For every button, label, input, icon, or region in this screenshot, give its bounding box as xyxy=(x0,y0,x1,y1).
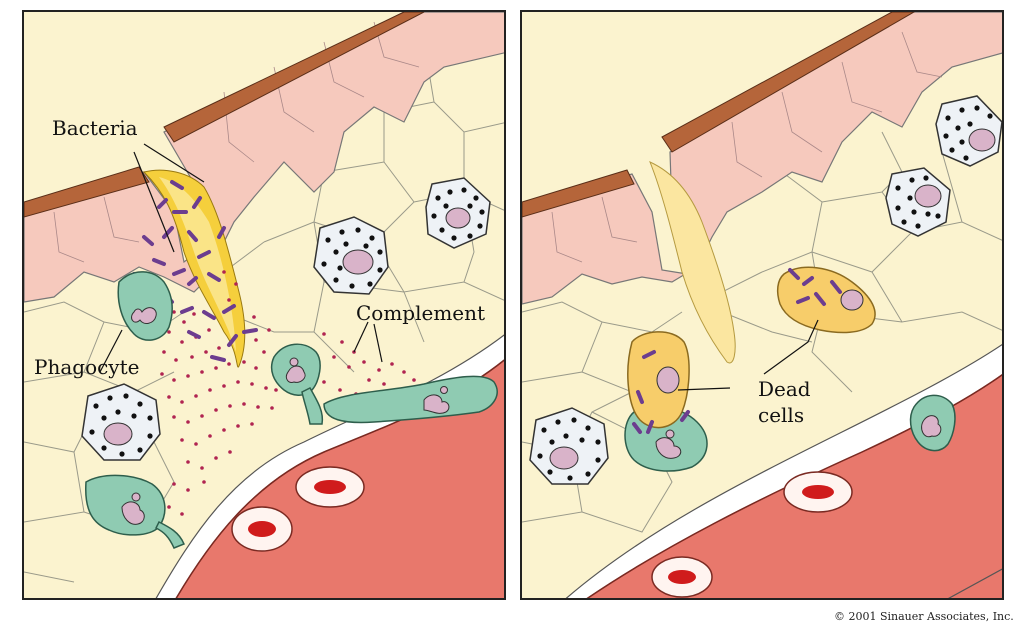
skin-layer xyxy=(24,12,504,303)
epidermis-strip-left xyxy=(24,166,150,218)
phagocyte-cell xyxy=(909,394,956,452)
wound-site xyxy=(143,169,246,368)
label-complement: Complement xyxy=(356,301,486,325)
label-phagocyte: Phagocyte xyxy=(34,355,140,379)
dead-cell xyxy=(627,331,690,434)
phagocyte-cell xyxy=(323,375,498,424)
red-blood-cell xyxy=(231,506,293,552)
epidermis-strip-left xyxy=(522,169,635,218)
phagocyte-cell xyxy=(270,343,324,425)
red-blood-cell xyxy=(295,466,365,508)
label-leader-lines xyxy=(677,319,819,391)
label-dead-cells-line1: Dead xyxy=(758,377,811,401)
granulocyte-cell xyxy=(81,383,161,461)
phagocyte-cell xyxy=(117,271,174,341)
panel-before-infection xyxy=(22,10,506,600)
red-blood-cell xyxy=(783,471,853,513)
skin-cell-outlines xyxy=(551,31,943,263)
copyright-notice: © 2001 Sinauer Associates, Inc. xyxy=(834,610,1014,623)
panel-after-infection xyxy=(520,10,1004,600)
granulocyte-cell xyxy=(935,95,1002,167)
skin-layer xyxy=(522,12,1002,305)
granulocyte-cell xyxy=(313,216,389,295)
granulocyte-cell xyxy=(529,407,609,485)
epidermis-strip-right xyxy=(163,12,425,143)
granulocyte-cell xyxy=(885,167,951,237)
tissue-illustration-left xyxy=(24,12,504,598)
healing-wound xyxy=(649,161,736,364)
epidermis-strip-right xyxy=(661,12,915,153)
red-blood-cell xyxy=(651,556,713,598)
label-bacteria: Bacteria xyxy=(52,116,138,140)
tissue-illustration-right xyxy=(522,12,1002,598)
dead-cell xyxy=(776,266,876,334)
label-dead-cells-line2: cells xyxy=(758,403,805,427)
phagocyte-cell xyxy=(85,474,185,549)
label-leader-lines xyxy=(99,143,383,373)
granulocyte-cell xyxy=(425,177,491,249)
